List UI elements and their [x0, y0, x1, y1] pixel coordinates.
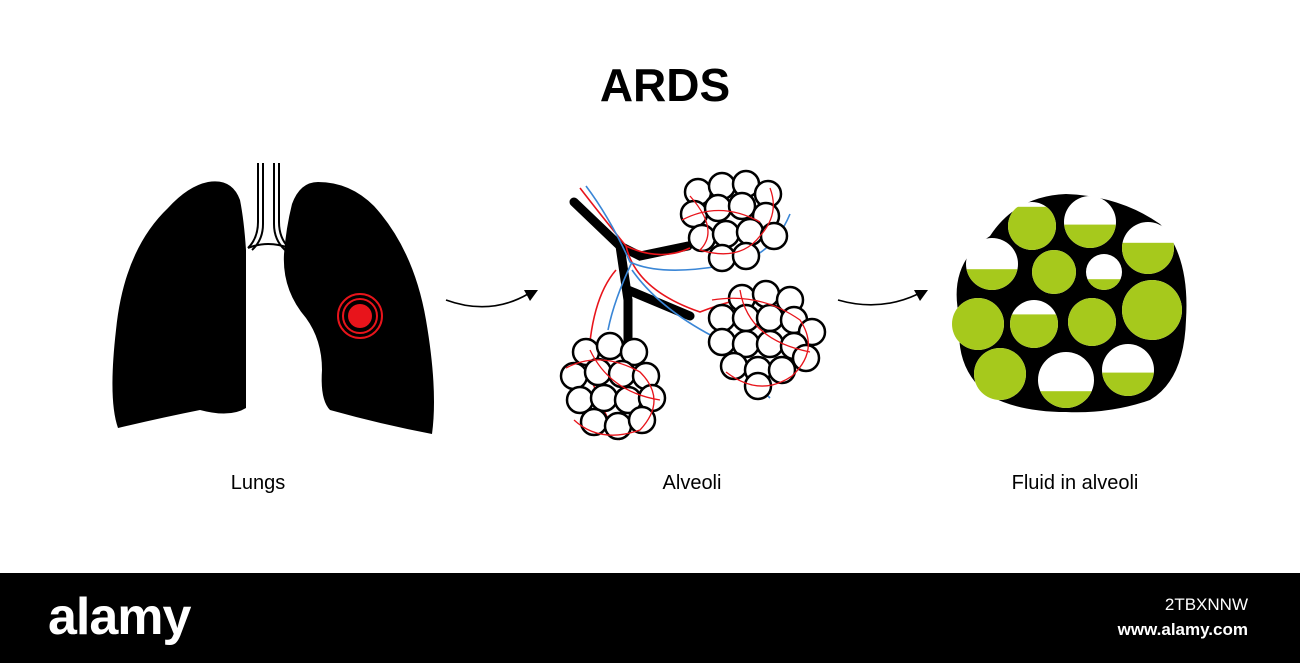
- arrow-lungs-to-alveoli: [445, 290, 538, 308]
- fluid-level: [952, 298, 1004, 350]
- alveolus: [707, 303, 737, 333]
- fluid-level: [1038, 391, 1094, 408]
- alveolus: [607, 359, 637, 389]
- fluid-level: [1068, 298, 1116, 346]
- alveolus: [731, 241, 761, 271]
- caption-lungs: Lungs: [230, 472, 286, 494]
- alveolus: [767, 355, 797, 385]
- watermark-url: www.alamy.com: [1117, 620, 1248, 639]
- fluid-alveoli-illustration: [952, 194, 1187, 413]
- fluid-level: [974, 348, 1026, 400]
- alveolus: [719, 351, 749, 381]
- watermark-logo: alamy: [48, 588, 191, 646]
- alveolus: [707, 327, 737, 357]
- left-lung: [112, 181, 246, 428]
- alveoli-cluster-top: [679, 169, 789, 273]
- alveolus: [619, 337, 649, 367]
- alveolus: [579, 407, 609, 437]
- alveoli-illustration: [559, 169, 827, 441]
- diagram-artwork: [112, 163, 1187, 441]
- alveolus: [711, 219, 741, 249]
- fluid-level: [1008, 206, 1056, 250]
- lungs-illustration: [112, 163, 434, 434]
- caption-alveoli: Alveoli: [662, 472, 722, 494]
- watermark-bar: alamy 2TBXNNW www.alamy.com: [0, 573, 1300, 663]
- trachea: [247, 163, 290, 249]
- alveolus: [735, 217, 765, 247]
- alveolus: [595, 331, 625, 361]
- pain-marker: [348, 304, 372, 328]
- alveolus: [703, 193, 733, 223]
- alveoli-cluster-bottom: [559, 331, 667, 441]
- alveolus: [727, 191, 757, 221]
- fluid-level: [1032, 250, 1076, 294]
- fluid-level: [1102, 372, 1154, 396]
- alveolus: [755, 329, 785, 359]
- alveolus: [759, 221, 789, 251]
- fluid-level: [1086, 279, 1122, 290]
- fluid-level: [966, 269, 1018, 290]
- pain-marker-outer: [337, 293, 383, 339]
- fluid-level: [1064, 224, 1116, 248]
- alveoli-cluster-right: [707, 279, 827, 401]
- alveolus: [627, 405, 657, 435]
- fluid-level: [1122, 280, 1182, 340]
- watermark-image-id: 2TBXNNW: [1164, 595, 1248, 614]
- bronchiole: [569, 197, 695, 357]
- diagram-title: ARDS: [599, 59, 731, 111]
- arrow-alveoli-to-fluid: [837, 290, 928, 306]
- alveolus: [755, 303, 785, 333]
- caption-fluid: Fluid in alveoli: [1011, 472, 1139, 494]
- alveolus: [707, 243, 737, 273]
- alveolus: [589, 383, 619, 413]
- alveolus: [559, 361, 589, 391]
